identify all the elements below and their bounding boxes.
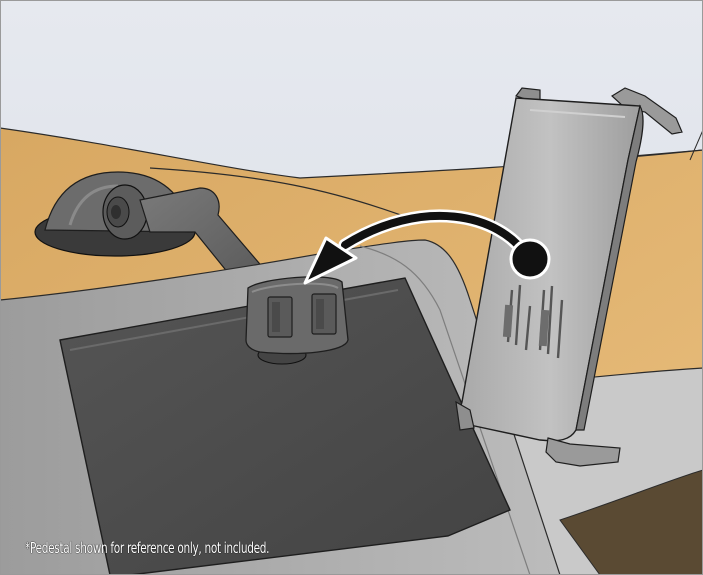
footnote-disclaimer: *Pedestal shown for reference only, not … <box>25 539 269 557</box>
